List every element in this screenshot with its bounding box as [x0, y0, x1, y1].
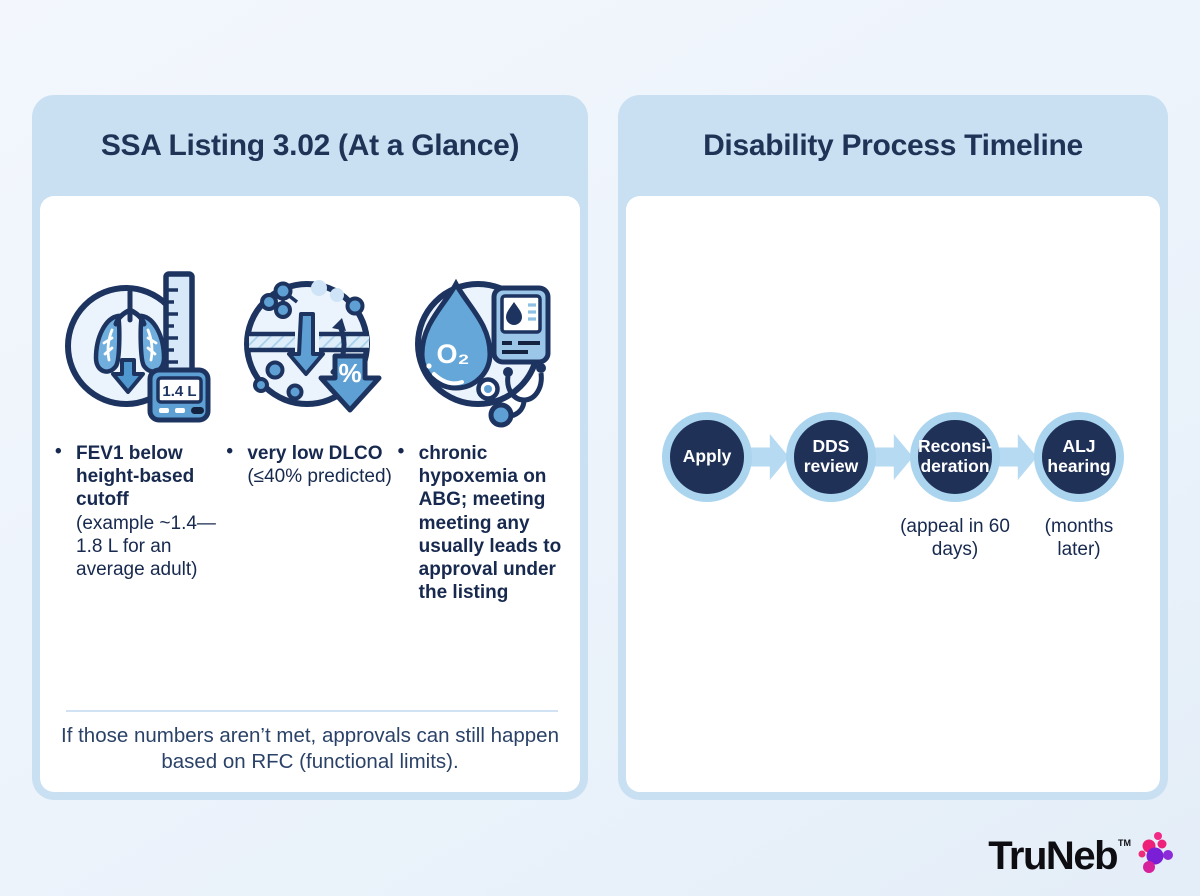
- bullet-marker: •: [226, 441, 233, 462]
- criterion-fev1: 1.4 L • FEV1 below height-based cutoff (…: [52, 258, 223, 604]
- step-sublabel: (appeal in 60 days): [900, 516, 1010, 560]
- criterion-hypoxemia-text: • chronic hypoxemia on ABG; meeting meet…: [397, 441, 562, 604]
- o2-label: O₂: [437, 339, 470, 369]
- rfc-note: If those numbers aren’t met, approvals c…: [61, 724, 559, 773]
- ssa-listing-card-title: SSA Listing 3.02 (At a Glance): [100, 128, 520, 162]
- timeline-step-reconsideration: Reconsi-deration (appeal in 60 days): [900, 412, 1010, 560]
- criterion-fev1-text: • FEV1 below height-based cutoff (exampl…: [55, 441, 216, 580]
- percent-down-label: %: [338, 358, 361, 388]
- flow-arrow-icon: [873, 434, 913, 480]
- logo-wordmark: TruNeb: [988, 834, 1118, 878]
- step-sublabel: (months later): [1044, 516, 1114, 560]
- bullet-marker: •: [55, 441, 62, 462]
- logo-dots-icon: [1138, 832, 1173, 873]
- step-circle: DDS review: [786, 412, 876, 502]
- timeline-card-title: Disability Process Timeline: [703, 128, 1083, 162]
- ssa-listing-card-body: 1.4 L • FEV1 below height-based cutoff (…: [40, 196, 580, 792]
- flow-arrow-icon: [997, 434, 1037, 480]
- meter-reading-label: 1.4 L: [162, 383, 196, 400]
- criterion-hypoxemia: O₂ • chr: [395, 258, 566, 604]
- criteria-row: 1.4 L • FEV1 below height-based cutoff (…: [40, 196, 580, 604]
- timeline-step-apply: Apply: [662, 412, 752, 502]
- note-divider: [66, 710, 558, 712]
- lungs-spirometer-icon: 1.4 L: [64, 271, 211, 423]
- criterion-dlco: % • very low DLCO (≤40% predicted): [223, 258, 394, 604]
- timeline-card: Disability Process Timeline Apply DDS re…: [618, 95, 1168, 800]
- gas-diffusion-icon: %: [243, 280, 382, 413]
- step-circle: ALJ hearing: [1034, 412, 1124, 502]
- step-circle: Apply: [662, 412, 752, 502]
- step-circle: Reconsi-deration: [910, 412, 1000, 502]
- oxygen-monitor-icon: O₂: [415, 278, 551, 428]
- flow-arrow-icon: [749, 434, 789, 480]
- criterion-dlco-text: • very low DLCO (≤40% predicted): [226, 441, 392, 488]
- process-timeline: Apply DDS review Reconsi-deration (appea…: [626, 412, 1160, 560]
- bullet-marker: •: [397, 441, 405, 462]
- trademark-symbol: TM: [1118, 838, 1131, 848]
- timeline-step-dds-review: DDS review: [786, 412, 876, 502]
- ssa-listing-card: SSA Listing 3.02 (At a Glance) 1.4 L: [32, 95, 588, 800]
- truneb-logo: TruNeb TM: [988, 832, 1180, 882]
- timeline-step-alj-hearing: ALJ hearing (months later): [1034, 412, 1124, 560]
- timeline-card-body: Apply DDS review Reconsi-deration (appea…: [626, 196, 1160, 792]
